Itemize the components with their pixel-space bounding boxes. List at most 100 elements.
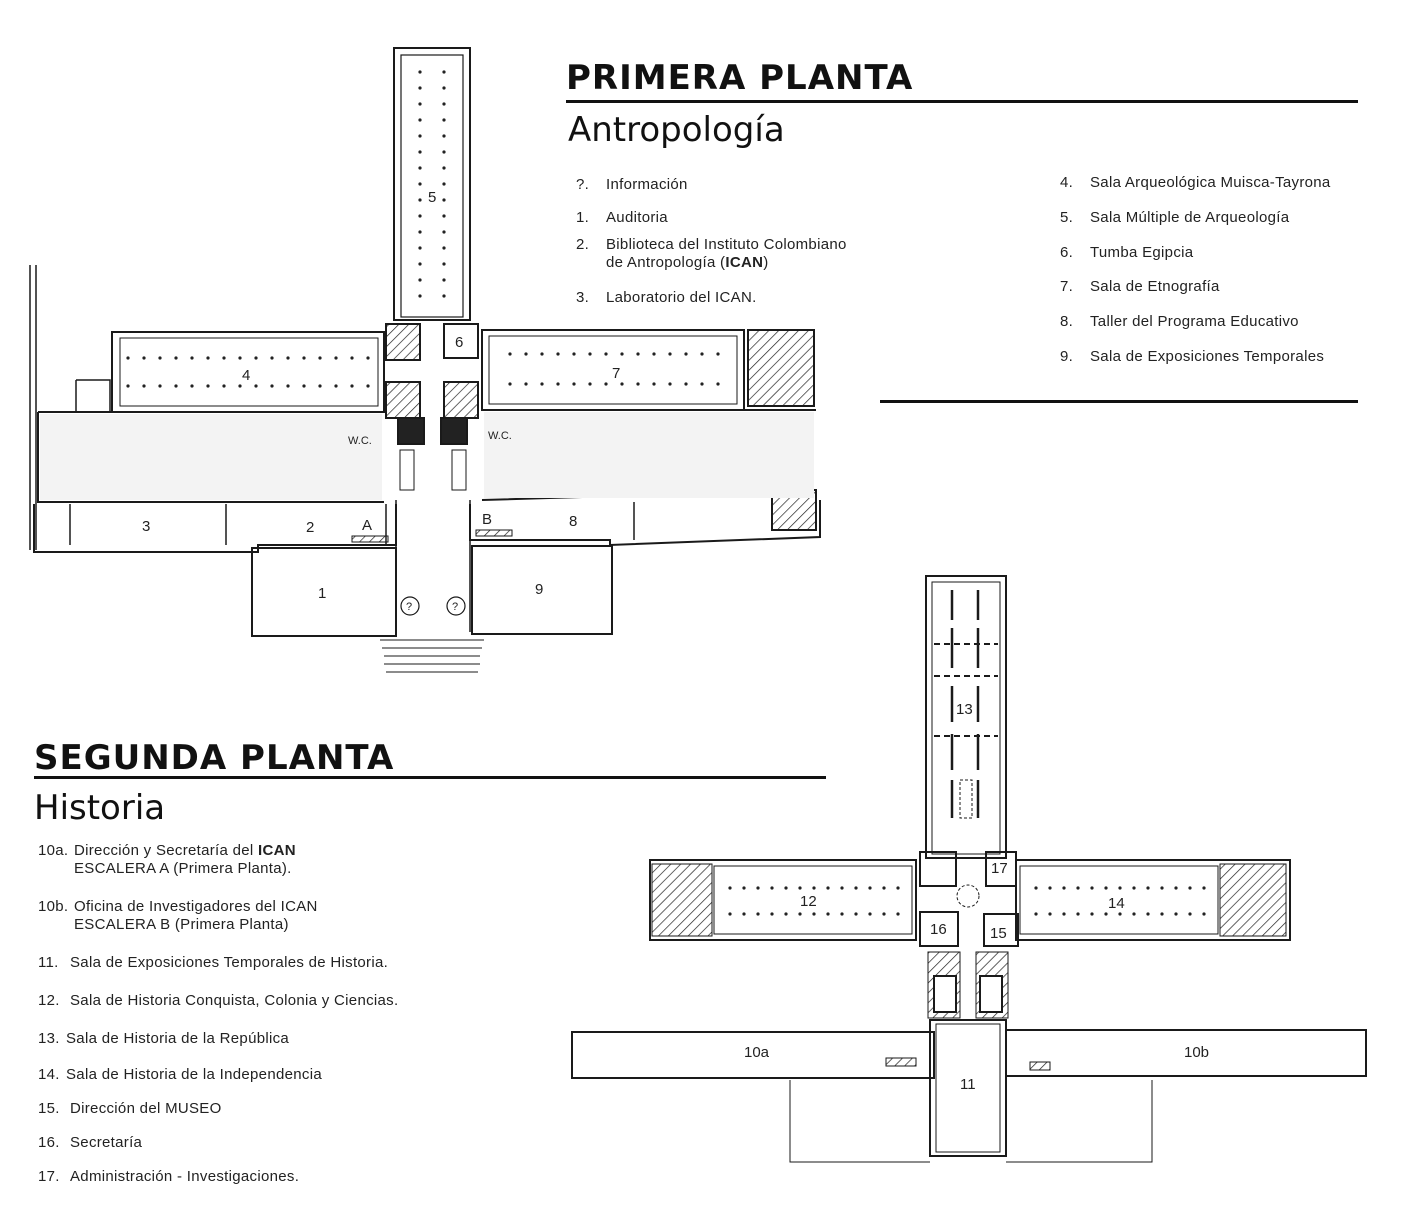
south-range-west (33, 504, 397, 553)
room-6-label: 6 (455, 334, 463, 351)
column-dot (684, 352, 688, 356)
legend-item-4: 4.Sala Arqueológica Muisca-Tayrona (1060, 174, 1331, 191)
column-dot (442, 278, 446, 282)
column-dot (770, 886, 774, 890)
column-dot (770, 912, 774, 916)
column-dot (442, 246, 446, 250)
first-floor-legend-right: 4.Sala Arqueológica Muisca-Tayrona 5.Sal… (1060, 174, 1380, 374)
room-5-outline (393, 47, 471, 321)
room-8-label: 8 (569, 513, 577, 530)
column-dot (174, 384, 178, 388)
column-dot (1202, 912, 1206, 916)
column-dot (756, 912, 760, 916)
column-dot (812, 912, 816, 916)
column-dot (728, 886, 732, 890)
column-dot (1034, 886, 1038, 890)
room-5-label: 5 (428, 189, 436, 206)
room-15-label: 15 (990, 925, 1007, 942)
column-dot (1202, 886, 1206, 890)
column-dot (572, 352, 576, 356)
column-dot (418, 230, 422, 234)
column-dot (540, 382, 544, 386)
column-dot (158, 384, 162, 388)
column-dot (1118, 886, 1122, 890)
column-dot (270, 384, 274, 388)
column-dot (896, 886, 900, 890)
column-dot (222, 384, 226, 388)
column-dot (418, 262, 422, 266)
column-dot (126, 384, 130, 388)
column-dot (684, 382, 688, 386)
room-2-label: 2 (306, 519, 314, 536)
first-floor-subtitle: Antropología (568, 110, 785, 150)
column-dot (418, 86, 422, 90)
legend-item-1: 1.Auditoria (576, 209, 668, 226)
column-dot (1076, 886, 1080, 890)
room-17-label: 17 (991, 860, 1008, 877)
room-11-label: 11 (960, 1076, 976, 1093)
first-floor-title-rule (566, 100, 1358, 103)
column-dot (442, 118, 446, 122)
room-15-outline (983, 913, 1019, 947)
column-dot (442, 70, 446, 74)
column-dot (1146, 912, 1150, 916)
room-3-label: 3 (142, 518, 150, 535)
south-range-east (469, 500, 821, 547)
column-dot (334, 356, 338, 360)
column-dot (620, 352, 624, 356)
column-dot (158, 356, 162, 360)
room-12-outline (649, 859, 917, 941)
column-dot (798, 912, 802, 916)
column-dot (1174, 886, 1178, 890)
legend-item-5: 5.Sala Múltiple de Arqueología (1060, 209, 1290, 226)
legend-item-6: 6.Tumba Egipcia (1060, 244, 1194, 261)
wc-left-label: W.C. (348, 435, 372, 447)
column-dot (442, 294, 446, 298)
column-dot (588, 352, 592, 356)
column-dot (238, 356, 242, 360)
column-dot (1174, 912, 1178, 916)
column-dot (418, 198, 422, 202)
column-dot (540, 352, 544, 356)
legend-item-17: 17.Administración - Investigaciones. (38, 1168, 300, 1185)
column-dot (366, 356, 370, 360)
room-9-outline (471, 545, 613, 635)
column-dot (142, 384, 146, 388)
column-dot (1076, 912, 1080, 916)
column-dot (190, 356, 194, 360)
column-dot (418, 150, 422, 154)
column-dot (286, 356, 290, 360)
column-dot (840, 886, 844, 890)
main-hall-outline (37, 409, 817, 503)
second-floor-title-rule (34, 776, 826, 779)
legend-item-15: 15.Dirección del MUSEO (38, 1100, 222, 1117)
column-dot (302, 356, 306, 360)
column-dot (254, 356, 258, 360)
column-dot (652, 382, 656, 386)
column-dot (142, 356, 146, 360)
room-7-columns (508, 352, 720, 386)
column-dot (812, 886, 816, 890)
column-dot (442, 134, 446, 138)
column-dot (882, 912, 886, 916)
legend-item-8: 8.Taller del Programa Educativo (1060, 313, 1299, 330)
column-dot (556, 382, 560, 386)
stair-b-label: B (482, 511, 492, 528)
hatched-block-ne (747, 329, 815, 407)
column-dot (1062, 912, 1066, 916)
column-dot (588, 382, 592, 386)
room-7-label: 7 (612, 365, 620, 382)
room-17-outline (985, 851, 1017, 887)
column-dot (418, 118, 422, 122)
column-dot (784, 912, 788, 916)
column-dot (572, 382, 576, 386)
column-dot (742, 912, 746, 916)
column-dot (1146, 886, 1150, 890)
room-1-label: 1 (318, 585, 326, 602)
column-dot (826, 886, 830, 890)
column-dot (798, 886, 802, 890)
column-dot (636, 382, 640, 386)
